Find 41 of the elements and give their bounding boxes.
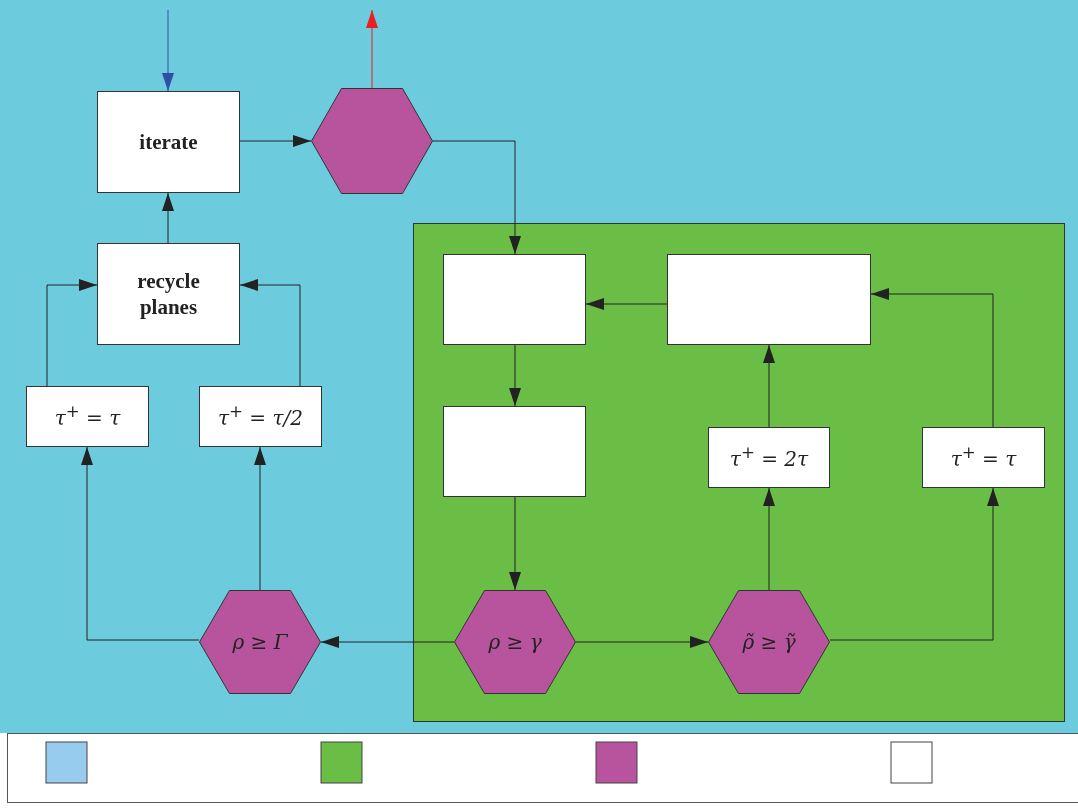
arrow [432,140,521,255]
formula-label: τ$^{+}$ = 2τ [729,443,809,472]
arrow [254,446,266,591]
region-panel [413,223,1065,722]
arrow [162,9,174,92]
arrow [320,636,455,648]
decision-hexagon [199,590,321,694]
decision-hexagon [708,590,830,694]
arrow [162,192,174,244]
arrow [585,298,668,310]
process-box [443,406,586,497]
arrow [763,344,775,428]
formula-label: ρ ≥ γ [488,629,542,655]
decision-hexagon [311,88,433,194]
process-box [443,254,586,345]
arrow [366,9,378,89]
arrow [509,496,521,591]
process-box [667,254,871,345]
box-label: iterate [138,128,199,156]
process-box [922,427,1045,488]
process-box [97,91,240,193]
formula-label: τ$^{+}$ = τ [950,443,1017,472]
formula-label: ρ̃ ≥ γ̃ [742,629,796,655]
process-box [708,427,830,488]
arrow [239,279,301,387]
process-box [26,386,149,447]
box-label: recycle planes [136,267,201,321]
arrow [46,279,98,387]
arrow [829,487,999,641]
formula-label: ρ ≥ Γ [232,629,288,655]
arrow [870,288,994,428]
arrow [575,636,709,648]
formula-label: τ$^{+}$ = τ/2 [217,402,303,431]
formula-label: τ$^{+}$ = τ [54,402,121,431]
arrow [81,446,200,641]
process-box [97,243,240,345]
arrow [239,135,312,147]
arrow [763,487,775,591]
decision-hexagon [454,590,576,694]
process-box [199,386,322,447]
arrow [509,344,521,407]
